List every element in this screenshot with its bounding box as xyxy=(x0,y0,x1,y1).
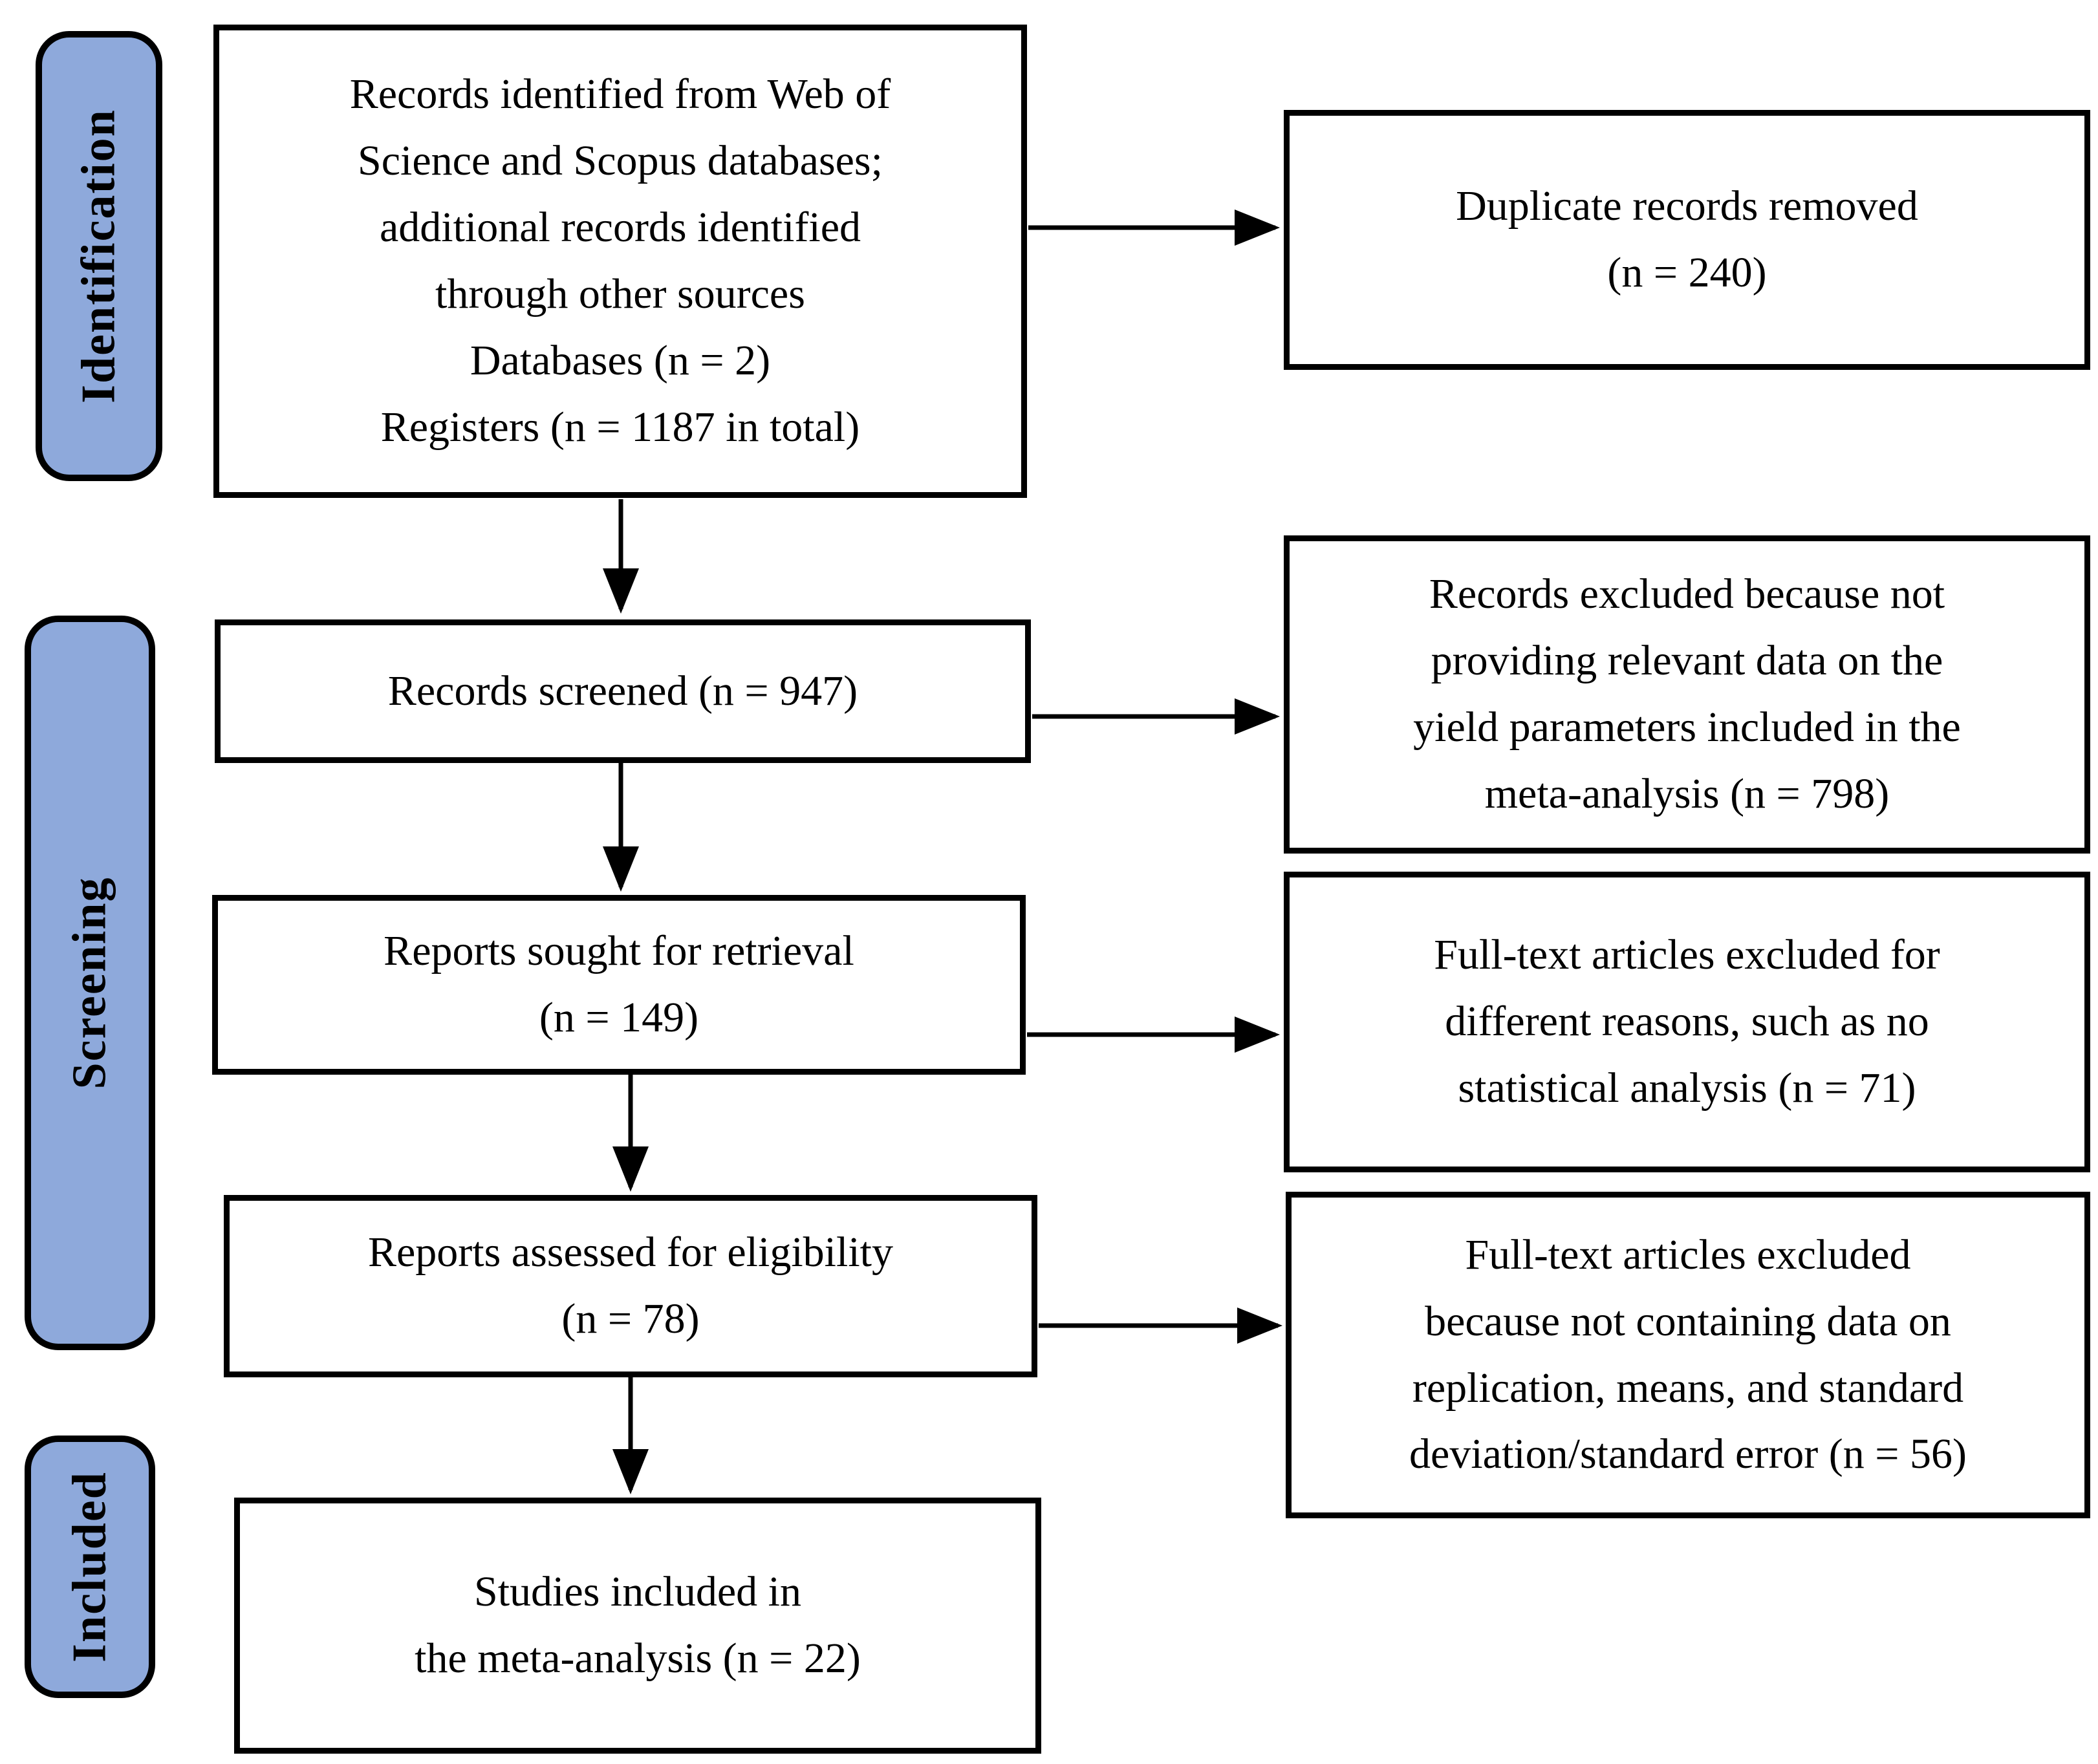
stage-identification: Identification xyxy=(36,31,162,481)
stage-included: Included xyxy=(25,1436,155,1698)
box-records-identified: Records identified from Web of Science a… xyxy=(213,25,1027,498)
stage-screening: Screening xyxy=(25,616,155,1350)
box-records-excluded: Records excluded because not providing r… xyxy=(1284,535,2090,854)
box-studies-included: Studies included in the meta-analysis (n… xyxy=(234,1498,1041,1754)
box-fulltext-excluded-data-text: Full-text articles excluded because not … xyxy=(1409,1231,1967,1478)
box-studies-included-text: Studies included in the meta-analysis (n… xyxy=(415,1568,861,1682)
box-fulltext-excluded-reasons-text: Full-text articles excluded for differen… xyxy=(1434,931,1940,1112)
box-reports-assessed: Reports assessed for eligibility (n = 78… xyxy=(224,1195,1037,1377)
box-duplicates-removed-text: Duplicate records removed (n = 240) xyxy=(1456,182,1918,296)
box-fulltext-excluded-data: Full-text articles excluded because not … xyxy=(1286,1192,2090,1518)
stage-identification-label: Identification xyxy=(72,109,125,403)
box-records-screened: Records screened (n = 947) xyxy=(215,619,1031,763)
box-records-screened-text: Records screened (n = 947) xyxy=(387,667,858,715)
box-reports-sought: Reports sought for retrieval (n = 149) xyxy=(212,895,1026,1075)
stage-screening-label: Screening xyxy=(63,876,116,1090)
box-fulltext-excluded-reasons: Full-text articles excluded for differen… xyxy=(1284,872,2090,1172)
box-reports-assessed-text: Reports assessed for eligibility (n = 78… xyxy=(367,1229,894,1342)
box-duplicates-removed: Duplicate records removed (n = 240) xyxy=(1284,110,2090,370)
box-reports-sought-text: Reports sought for retrieval (n = 149) xyxy=(384,927,854,1041)
box-records-identified-text: Records identified from Web of Science a… xyxy=(349,70,891,451)
box-records-excluded-text: Records excluded because not providing r… xyxy=(1413,570,1961,817)
stage-included-label: Included xyxy=(63,1471,116,1662)
